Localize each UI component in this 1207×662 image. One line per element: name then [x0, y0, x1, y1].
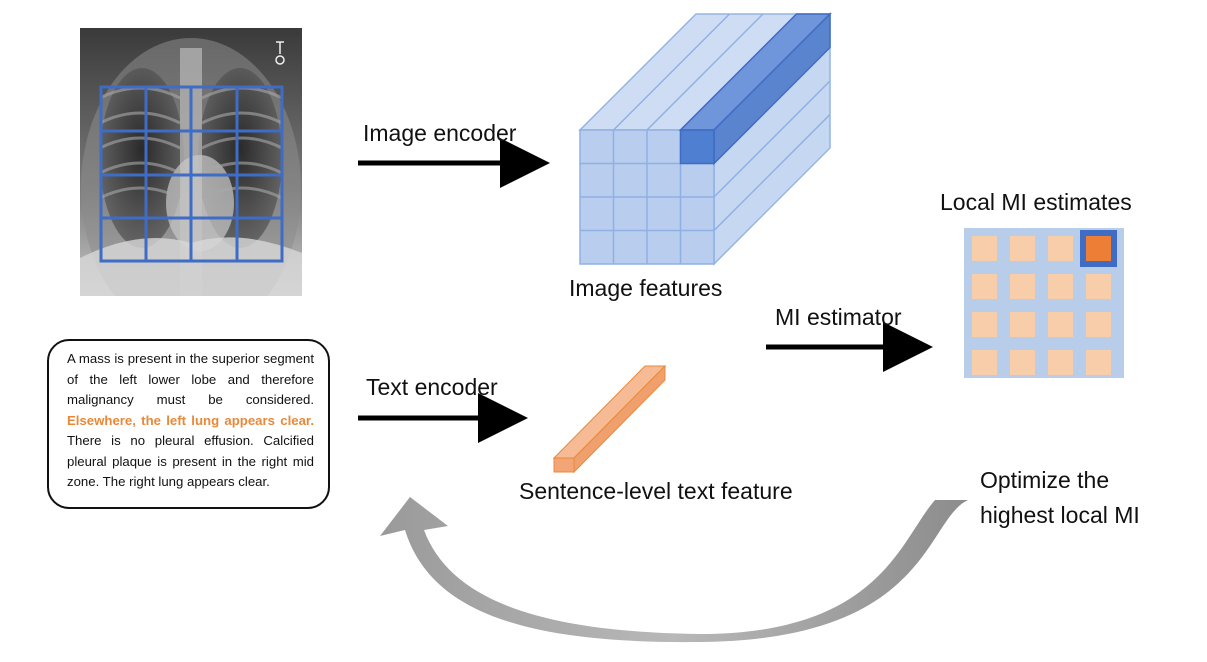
report-text-part2: There is no pleural effusion. Calcified …	[67, 433, 314, 489]
mi-cell	[972, 274, 997, 299]
mi-cell	[1086, 312, 1111, 337]
image-encoder-label: Image encoder	[363, 120, 517, 146]
image-feature-cube	[578, 12, 832, 266]
radiology-report-box: A mass is present in the superior segmen…	[47, 339, 330, 509]
mi-cell	[1086, 350, 1111, 375]
mi-cell	[1010, 350, 1035, 375]
mi-cell	[1086, 274, 1111, 299]
mi-estimator-label: MI estimator	[775, 304, 902, 330]
optimize-label-line2: highest local MI	[980, 502, 1140, 528]
local-mi-grid	[964, 228, 1124, 378]
mi-cell	[1010, 312, 1035, 337]
mi-cell	[1048, 312, 1073, 337]
mi-cell	[972, 312, 997, 337]
mi-cell	[1048, 350, 1073, 375]
local-mi-estimates-label: Local MI estimates	[940, 189, 1132, 215]
mi-cell	[1048, 274, 1073, 299]
mi-cell	[972, 236, 997, 261]
mi-cell-highest	[1086, 236, 1111, 261]
optimize-label-line1: Optimize the	[980, 467, 1110, 493]
report-text-part1: A mass is present in the superior segmen…	[67, 351, 314, 407]
mi-cell	[1010, 236, 1035, 261]
text-feature-bar	[552, 364, 667, 474]
report-highlight-sentence: Elsewhere, the left lung appears clear.	[67, 412, 314, 428]
text-encoder-label: Text encoder	[366, 374, 498, 400]
xray-region-grid	[99, 85, 284, 263]
optimize-feedback-arrow	[380, 497, 968, 643]
chest-xray-image	[80, 28, 302, 296]
mi-cell	[972, 350, 997, 375]
image-features-label: Image features	[569, 275, 723, 301]
sentence-feature-label: Sentence-level text feature	[519, 478, 793, 504]
mi-cell	[1010, 274, 1035, 299]
mi-cell	[1048, 236, 1073, 261]
